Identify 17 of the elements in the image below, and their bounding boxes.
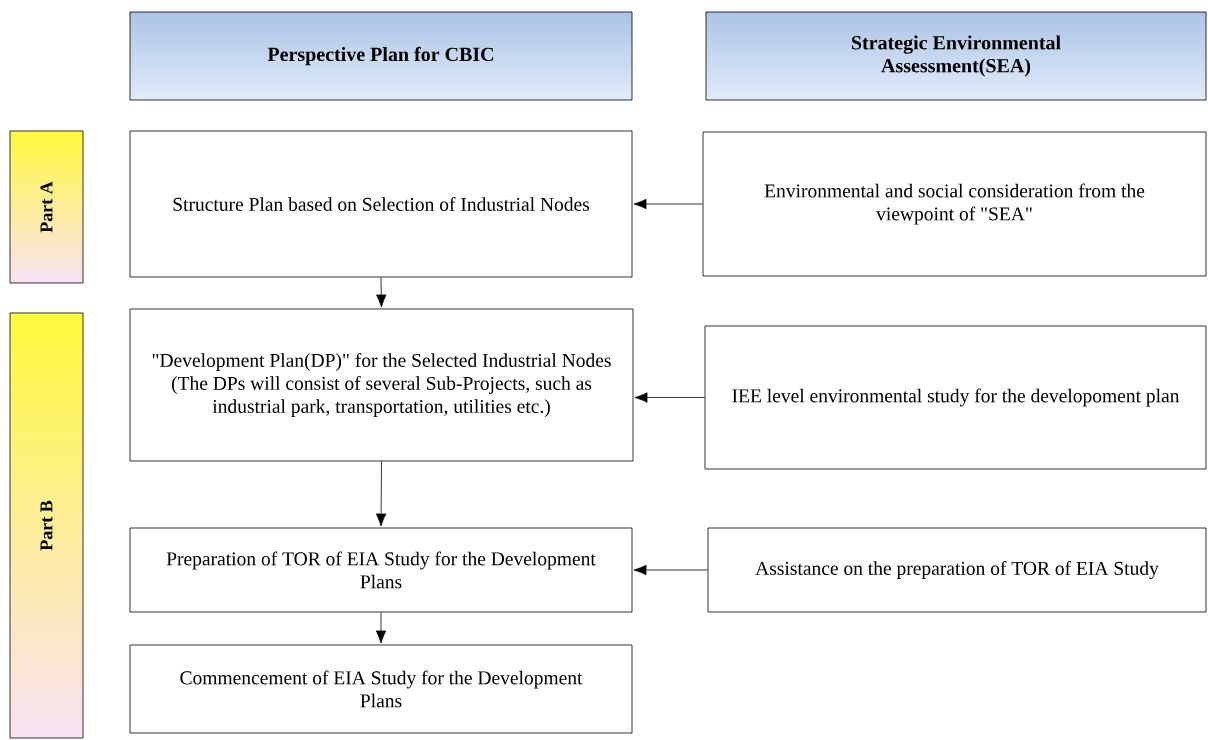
arrow [375, 461, 387, 527]
process-box: Commencement of EIA Study for the Development Plans [129, 644, 633, 734]
process-box: Preparation of TOR of EIA Study for the Development Plans [129, 527, 633, 613]
arrow [633, 198, 703, 210]
process-box: IEE level environmental study for the developoment plan [704, 325, 1207, 470]
arrow [376, 277, 387, 308]
process-box: "Development Plan(DP)" for the Selected Industrial Nodes (The DPs will consist of several Sub-Projects, such as industrial park, transportation, utilities etc.) [129, 308, 634, 462]
process-box: Environmental and social consideration from the viewpoint of "SEA" [702, 131, 1207, 277]
process-box: Structure Plan based on Selection of Industrial Nodes [129, 130, 633, 278]
arrow [634, 392, 705, 403]
column-header: Strategic Environmental Assessment(SEA) [705, 11, 1207, 101]
part-band: Part B [9, 312, 84, 739]
column-header: Perspective Plan for CBIC [129, 11, 633, 101]
process-box: Assistance on the preparation of TOR of EIA Study [707, 527, 1207, 613]
arrow [633, 564, 708, 576]
part-band: Part A [9, 130, 84, 284]
arrow [375, 612, 387, 644]
